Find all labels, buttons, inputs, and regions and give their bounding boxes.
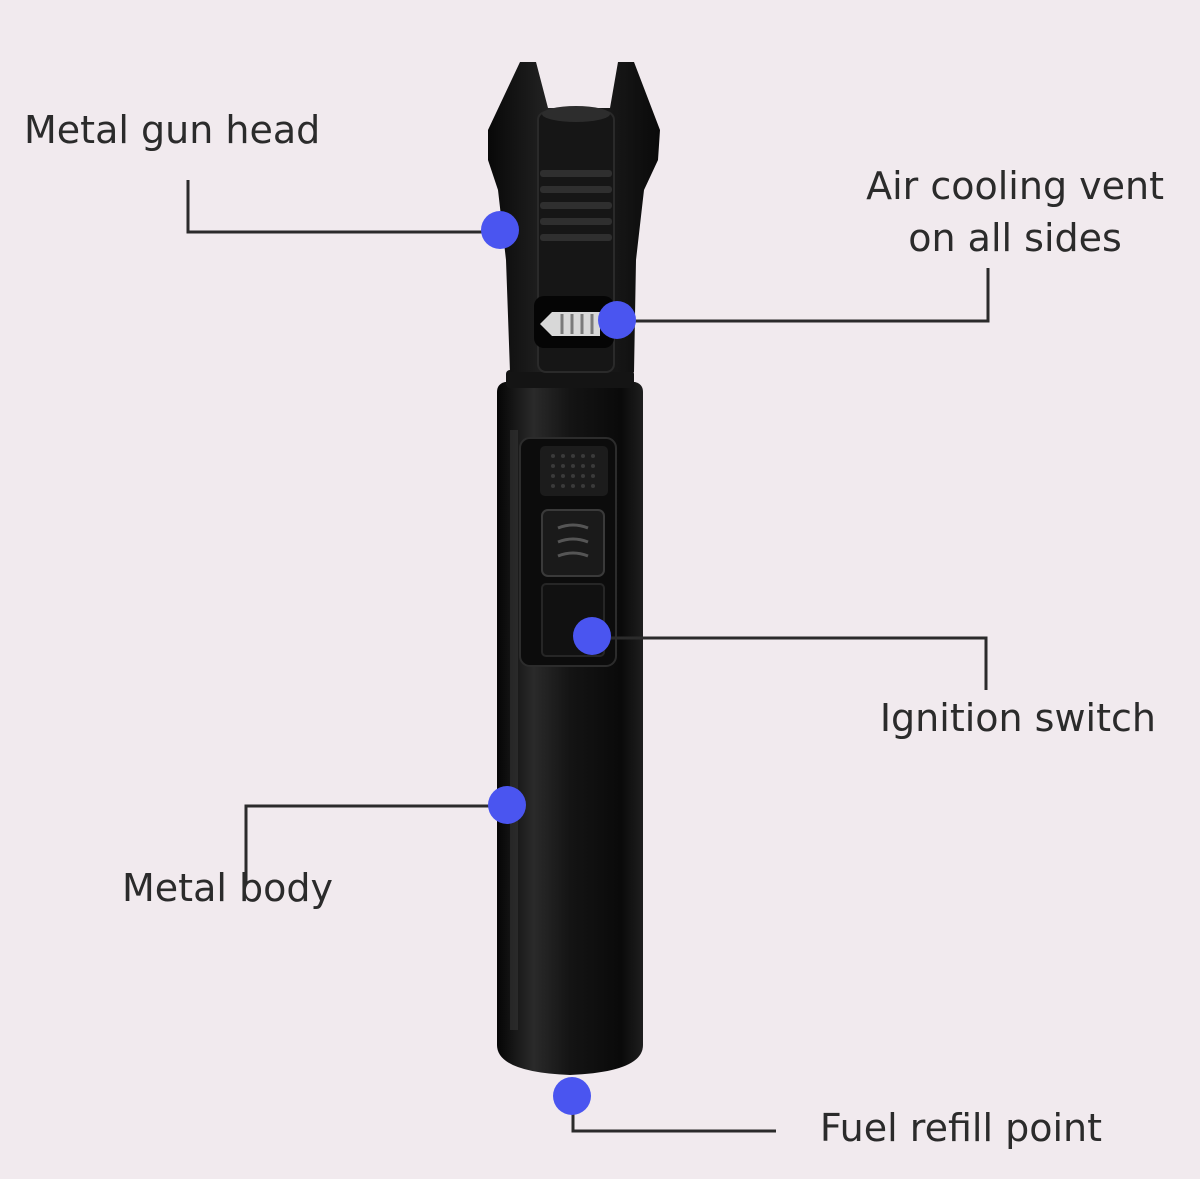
collar bbox=[506, 370, 634, 388]
lighter-product bbox=[488, 62, 660, 1075]
marker-metal-body bbox=[488, 786, 526, 824]
label-air-cooling-vent-line2: on all sides bbox=[908, 216, 1122, 260]
leader-line-fuel bbox=[571, 1097, 776, 1133]
marker-metal-gun-head bbox=[481, 211, 519, 249]
label-ignition-switch: Ignition switch bbox=[879, 696, 1156, 740]
leader-line-body bbox=[244, 804, 507, 884]
switch-grip-area bbox=[540, 446, 608, 496]
label-air-cooling-vent: Air cooling vent on all sides bbox=[866, 160, 1164, 264]
label-metal-gun-head: Metal gun head bbox=[24, 108, 321, 152]
igniter-pin bbox=[540, 312, 600, 336]
markers bbox=[481, 211, 636, 1115]
nozzle-rings bbox=[540, 170, 612, 241]
leader-line-air-vent bbox=[617, 268, 990, 323]
body-highlight bbox=[510, 430, 518, 1030]
leader-line-ignition bbox=[592, 636, 988, 690]
label-metal-body: Metal body bbox=[122, 866, 333, 910]
slider-ridges bbox=[557, 523, 589, 558]
marker-ignition-switch bbox=[573, 617, 611, 655]
label-fuel-refill-point: Fuel refill point bbox=[819, 1106, 1102, 1150]
label-air-cooling-vent-line1: Air cooling vent bbox=[866, 164, 1164, 208]
switch-grip-dots bbox=[551, 454, 595, 488]
marker-fuel-refill-point bbox=[553, 1077, 591, 1115]
nozzle-top bbox=[542, 106, 610, 122]
ignition-slider bbox=[541, 509, 605, 577]
leader-line-gun-head bbox=[186, 180, 500, 234]
marker-air-cooling-vent bbox=[598, 301, 636, 339]
igniter-pin-grooves bbox=[560, 314, 594, 334]
